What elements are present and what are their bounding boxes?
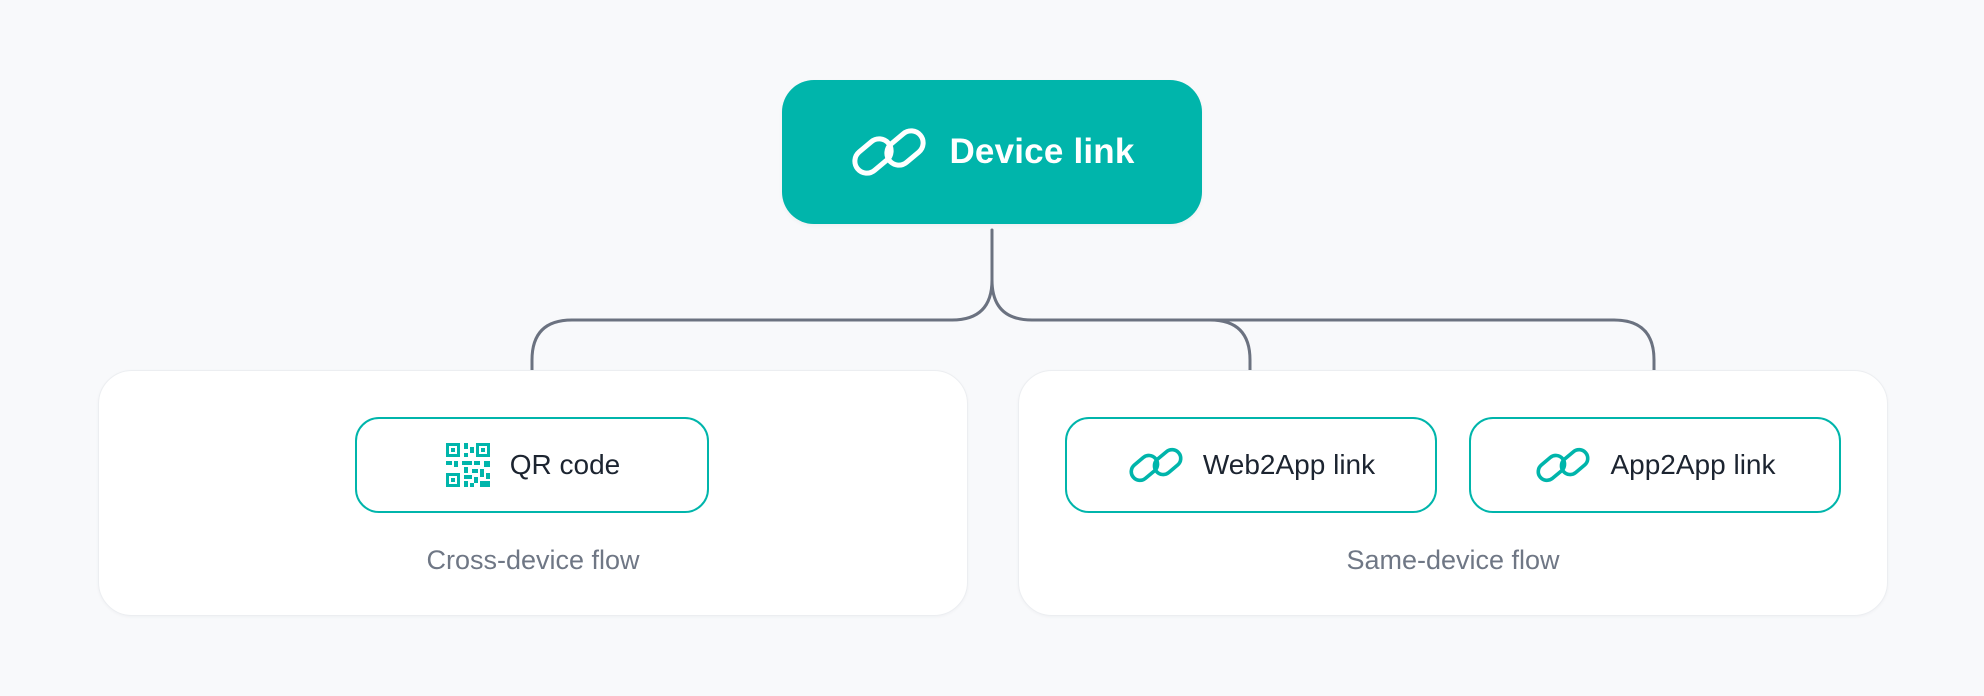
cross-device-flow-group: QR code Cross-device flow xyxy=(98,370,968,616)
same-device-flow-label: Same-device flow xyxy=(1346,545,1560,575)
web2app-link-label: Web2App link xyxy=(1202,449,1376,480)
link-icon xyxy=(852,128,927,176)
link-icon xyxy=(1536,447,1591,483)
device-link-title: Device link xyxy=(949,132,1135,171)
device-link-node: Device link xyxy=(782,80,1202,224)
link-icon xyxy=(1129,447,1183,483)
app2app-link-node: App2App link xyxy=(1469,417,1841,513)
app2app-link-label: App2App link xyxy=(1610,449,1776,480)
qr-code-node: QR code xyxy=(355,417,709,513)
web2app-link-node: Web2App link xyxy=(1065,417,1437,513)
same-device-flow-group: Web2App link App2App link Same-device fl… xyxy=(1018,370,1888,616)
qr-code-icon xyxy=(445,443,490,487)
qr-code-label: QR code xyxy=(509,449,621,480)
cross-device-flow-label: Cross-device flow xyxy=(426,545,640,575)
